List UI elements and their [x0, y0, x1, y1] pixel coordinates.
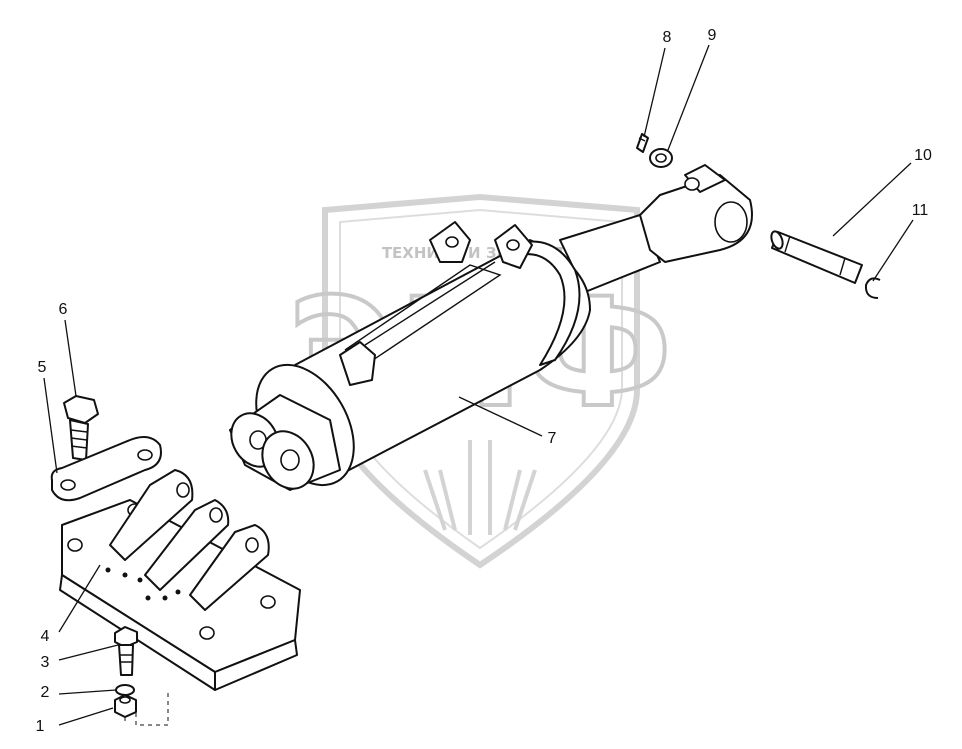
locking-plate	[50, 435, 162, 502]
nut	[114, 694, 137, 718]
bolt-3	[114, 626, 138, 676]
bolt-6	[63, 395, 99, 461]
callout-2: 2	[41, 684, 50, 701]
callout-1: 1	[36, 718, 45, 735]
watermark-wheat-icon	[423, 440, 537, 535]
callout-5: 5	[38, 359, 47, 376]
callout-6: 6	[59, 301, 68, 318]
spring-washer	[115, 684, 135, 696]
callout-10: 10	[914, 147, 932, 164]
mounting-bracket	[59, 469, 301, 691]
callout-3: 3	[41, 654, 50, 671]
split-pin	[636, 133, 649, 153]
callout-11: 11	[912, 202, 929, 219]
callout-8: 8	[663, 29, 672, 46]
callout-9: 9	[708, 27, 717, 44]
callout-4: 4	[41, 628, 50, 645]
hydraulic-cylinder	[229, 164, 753, 491]
callout-numbers: 1 2 3 4 5 6 7 8 9 10 11	[36, 27, 932, 735]
leader-lines	[43, 44, 914, 726]
callout-7: 7	[548, 430, 557, 447]
washer	[649, 148, 673, 168]
circlip	[864, 277, 881, 299]
assembly-guide-lines	[124, 690, 169, 726]
pin	[770, 230, 863, 284]
